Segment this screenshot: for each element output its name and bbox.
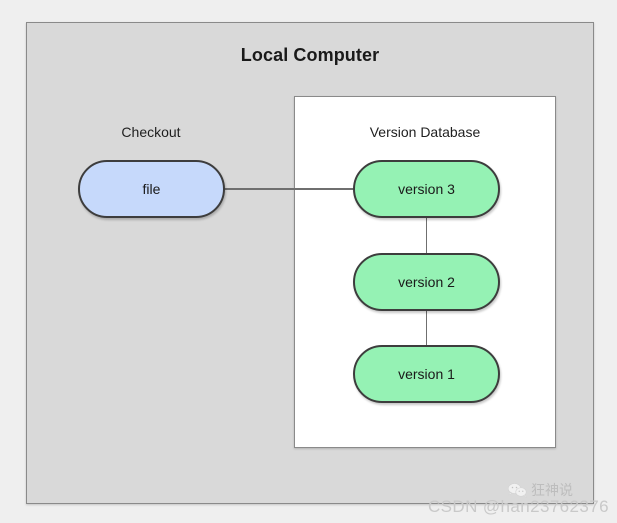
edge-file-to-version3: [222, 188, 355, 190]
version-database-caption: Version Database: [369, 124, 481, 140]
node-version-3[interactable]: version 3: [353, 160, 500, 218]
wechat-watermark: 狂神说: [507, 480, 573, 500]
wechat-icon: [507, 482, 528, 498]
wechat-account-name: 狂神说: [531, 483, 573, 499]
checkout-caption: Checkout: [121, 124, 181, 140]
csdn-watermark: CSDN @han23762376: [428, 497, 609, 516]
node-version-2[interactable]: version 2: [353, 253, 500, 311]
edge-version3-to-version2: [425, 217, 428, 255]
node-file[interactable]: file: [78, 160, 225, 218]
edge-version2-to-version1: [425, 310, 428, 347]
diagram-title: Local Computer: [240, 45, 380, 65]
node-version-1[interactable]: version 1: [353, 345, 500, 403]
